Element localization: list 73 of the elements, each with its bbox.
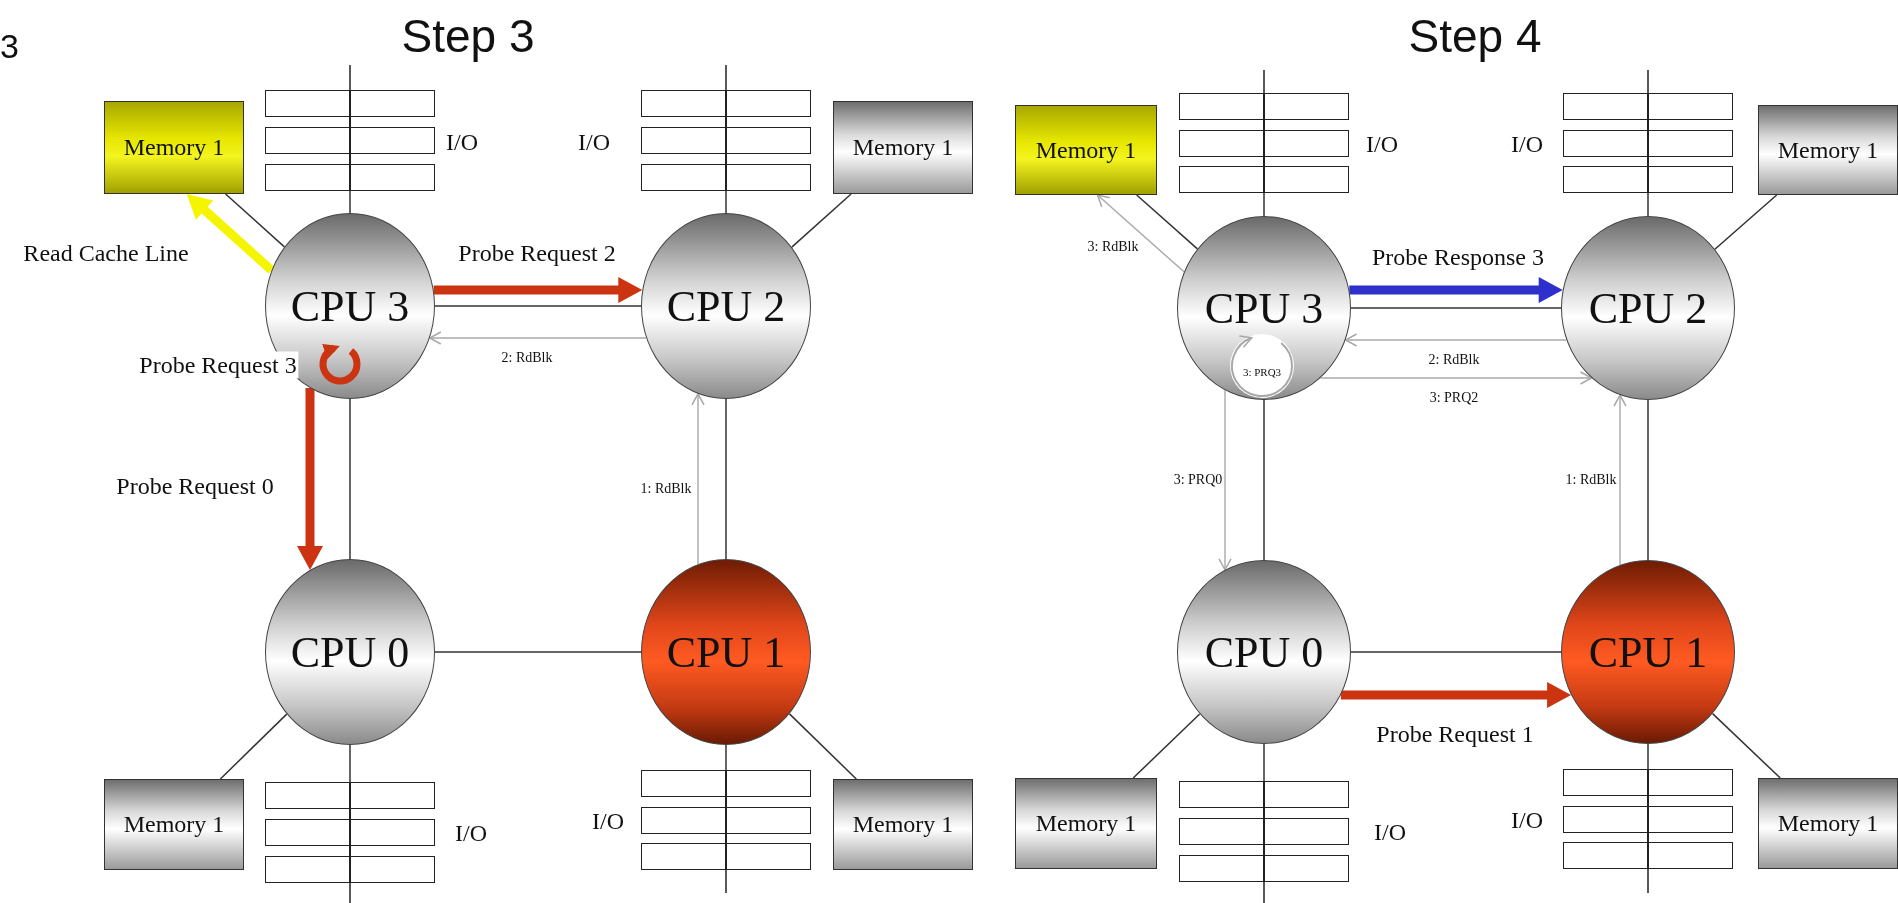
link-line xyxy=(725,744,727,771)
arrow xyxy=(1613,394,1627,566)
link-line xyxy=(791,193,852,248)
arrow xyxy=(1344,333,1568,347)
link-line xyxy=(1350,307,1562,309)
link-line xyxy=(1135,194,1199,250)
memory-box: Memory 1 xyxy=(833,101,973,194)
block-arrow xyxy=(433,277,643,303)
arrow xyxy=(429,331,647,345)
io-label: I/O xyxy=(455,819,487,847)
link-line xyxy=(1263,192,1265,217)
link-line xyxy=(349,190,351,214)
step-title: Step 3 xyxy=(401,9,535,63)
cpu-node: CPU 0 xyxy=(1177,560,1351,744)
arrow xyxy=(1218,389,1232,571)
io-slot-stack-drawing xyxy=(265,90,435,191)
link-line xyxy=(434,651,642,653)
memory-box: Memory 1 xyxy=(1015,778,1157,869)
step-title: Step 4 xyxy=(1408,9,1542,63)
memory-box: Memory 1 xyxy=(1015,105,1157,195)
io-slot-stack-drawing xyxy=(641,90,811,191)
arrow xyxy=(1096,194,1185,273)
io-slot-stack-drawing xyxy=(265,782,435,883)
link-line xyxy=(1714,194,1778,250)
edge-label: Probe Request 3 xyxy=(137,351,299,379)
link-line xyxy=(725,190,727,214)
io-slot-stack-drawing xyxy=(1563,93,1733,193)
io-label: I/O xyxy=(1511,130,1543,158)
link-line xyxy=(1132,713,1201,779)
edge-label: 3: PRQ3 xyxy=(1241,366,1283,378)
link-line xyxy=(788,713,858,780)
block-arrow xyxy=(1340,682,1572,708)
memory-box: Memory 1 xyxy=(1758,105,1898,195)
link-line xyxy=(349,744,351,783)
memory-box: Memory 1 xyxy=(104,101,244,194)
link-line xyxy=(1711,712,1781,779)
block-arrow xyxy=(186,194,275,274)
io-label: I/O xyxy=(1511,806,1543,834)
memory-box: Memory 1 xyxy=(104,779,244,870)
io-label: I/O xyxy=(446,128,478,156)
link-line xyxy=(1647,743,1649,770)
link-line xyxy=(349,398,351,560)
link-line xyxy=(1647,192,1649,217)
cpu-node: CPU 0 xyxy=(265,559,435,745)
io-slot-stack-drawing xyxy=(1179,93,1349,193)
io-label: I/O xyxy=(1366,130,1398,158)
link-line xyxy=(1647,399,1649,561)
io-label: I/O xyxy=(1374,818,1406,846)
edge-label: 3: PRQ2 xyxy=(1428,390,1480,406)
cpu-node: CPU 2 xyxy=(1561,216,1735,400)
edge-label: 3: PRQ0 xyxy=(1172,472,1224,488)
memory-box: Memory 1 xyxy=(1758,778,1898,869)
link-line xyxy=(224,193,286,248)
block-arrow xyxy=(297,388,323,570)
cpu-node: CPU 1 xyxy=(1561,560,1735,744)
cpu-node: CPU 1 xyxy=(641,559,811,745)
self-loop-arrow xyxy=(319,344,361,385)
link-line xyxy=(725,398,727,560)
link-line xyxy=(1263,399,1265,561)
cpu-node: CPU 2 xyxy=(641,213,811,399)
io-label: I/O xyxy=(578,128,610,156)
link-line xyxy=(219,713,288,780)
link-line xyxy=(1263,743,1265,782)
io-label: I/O xyxy=(592,807,624,835)
io-slot-stack-drawing xyxy=(1563,769,1733,869)
link-line xyxy=(434,305,642,307)
link-line xyxy=(1350,651,1562,653)
memory-box: Memory 1 xyxy=(833,779,973,870)
io-slot-stack-drawing xyxy=(1179,781,1349,882)
io-slot-stack-drawing xyxy=(641,770,811,870)
page-number: 3 xyxy=(0,26,19,66)
arrow xyxy=(691,393,705,565)
block-arrow xyxy=(1349,277,1563,303)
